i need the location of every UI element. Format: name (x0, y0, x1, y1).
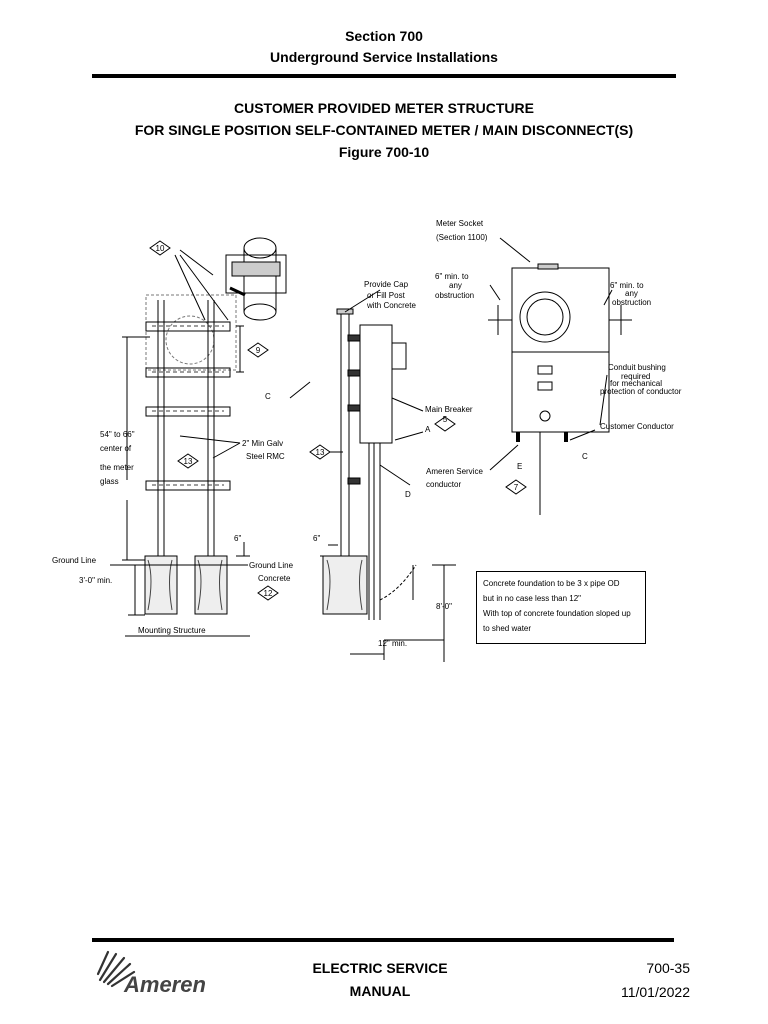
header-rule (92, 74, 676, 78)
section-subtitle: Underground Service Installations (270, 49, 498, 65)
label-e: E (517, 462, 522, 471)
callout-13b: 13 (316, 448, 325, 457)
label-conduit-4: protection of conductor (600, 387, 682, 396)
label-6in-b: 6" (313, 534, 320, 543)
label-ameren-service-2: conductor (426, 480, 461, 489)
label-min6-left-2: any (449, 281, 462, 290)
label-6in-a: 6" (234, 534, 241, 543)
note-line: Concrete foundation to be 3 x pipe OD (483, 579, 620, 588)
figure-title-line2: FOR SINGLE POSITION SELF-CONTAINED METER… (134, 122, 634, 138)
ameren-logo: Ameren (96, 950, 220, 998)
manual-line1: ELECTRIC SERVICE (312, 960, 448, 976)
label-c2: C (582, 452, 588, 461)
callout-9: 9 (256, 346, 261, 355)
label-range-4: glass (100, 477, 119, 486)
label-provide-cap-2: or Fill Post (367, 291, 406, 300)
manual-line2: MANUAL (349, 983, 411, 999)
label-8ft: 8'-0" (436, 602, 452, 611)
label-provide-cap-3: with Concrete (366, 301, 416, 310)
label-conduit-3: for mechanical (610, 379, 662, 388)
section-title: Section 700 (345, 28, 423, 44)
label-rmc-1: 2" Min Galv (242, 439, 283, 448)
label-concrete: Concrete (258, 574, 291, 583)
callout-7: 7 (514, 483, 519, 492)
mounting-structure-view (110, 237, 287, 637)
callout-13a: 13 (184, 457, 193, 466)
label-12in-min: 12" min. (378, 639, 407, 648)
label-range-2: center of (100, 444, 132, 453)
label-meter-socket: Meter Socket (436, 219, 484, 228)
ameren-sunburst-icon (96, 950, 136, 988)
label-range-3: the meter (100, 463, 134, 472)
callout-diamonds (149, 240, 527, 601)
label-conduit-2: required (621, 372, 650, 381)
label-conduit-1: Conduit bushing (608, 363, 666, 372)
figure-title-line1: CUSTOMER PROVIDED METER STRUCTURE (234, 100, 534, 116)
label-a: A (425, 425, 431, 434)
label-3ft-min: 3'-0" min. (79, 576, 112, 585)
figure-number: Figure 700-10 (338, 144, 430, 160)
label-ameren-service-1: Ameren Service (426, 467, 483, 476)
footer-rule (92, 938, 674, 942)
label-rmc-2: Steel RMC (246, 452, 285, 461)
label-min6-right-3: obstruction (612, 298, 651, 307)
revision-date: 11/01/2022 (620, 984, 690, 1000)
label-min6-right-1: 6" min. to (610, 281, 644, 290)
side-view (289, 289, 456, 662)
label-ground-line-2: Ground Line (249, 561, 294, 570)
label-c: C (265, 392, 271, 401)
label-main-breaker: Main Breaker (425, 405, 473, 414)
label-section-1100: (Section 1100) (436, 233, 488, 242)
label-provide-cap-1: Provide Cap (364, 280, 409, 289)
label-mounting-structure: Mounting Structure (138, 626, 206, 635)
ameren-logo-text: Ameren (124, 972, 206, 997)
note-line: to shed water (483, 624, 532, 633)
label-d: D (405, 490, 411, 499)
label-range-1: 54" to 66" (100, 430, 135, 439)
label-min6-left-3: obstruction (435, 291, 474, 300)
label-customer-conductor: Customer Conductor (600, 422, 674, 431)
label-min6-left-1: 6" min. to (435, 272, 469, 281)
callout-10: 10 (156, 244, 165, 253)
page-number: 700-35 (646, 960, 690, 976)
label-ground-line: Ground Line (52, 556, 97, 565)
callout-5: 5 (443, 415, 448, 424)
concrete-note-box: Concrete foundation to be 3 x pipe OD bu… (476, 571, 646, 644)
callout-12: 12 (264, 589, 273, 598)
note-line: With top of concrete foundation sloped u… (483, 609, 631, 618)
meter-structure-drawing: 10 9 13 13 5 7 12 Meter Socket (Section … (52, 219, 682, 662)
note-line: but in no case less than 12" (483, 594, 582, 603)
label-min6-right-2: any (625, 289, 638, 298)
meter-socket-view (488, 237, 632, 515)
